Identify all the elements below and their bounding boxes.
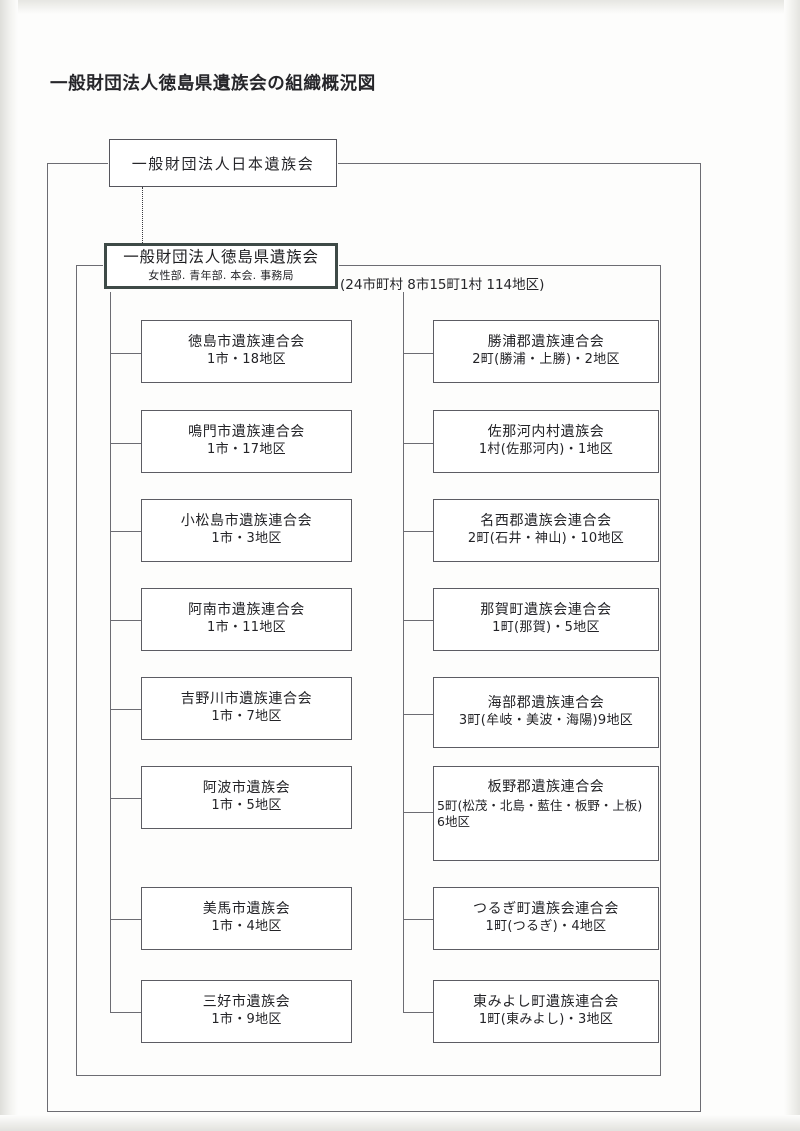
left-column-spine bbox=[110, 292, 111, 1012]
unit-detail: 1市・5地区 bbox=[211, 798, 282, 814]
right-column-spine bbox=[403, 292, 404, 1012]
unit-detail: 2町(勝浦・上勝)・2地区 bbox=[472, 352, 620, 368]
unit-box-left-6: 阿波市遺族会 1市・5地区 bbox=[141, 766, 352, 829]
unit-detail: 5町(松茂・北島・藍住・板野・上板) 6地区 bbox=[437, 797, 655, 829]
unit-detail: 1市・11地区 bbox=[207, 620, 286, 636]
prefecture-association-subtitle: 女性部. 青年部. 本会. 事務局 bbox=[148, 269, 294, 283]
unit-detail: 1市・17地区 bbox=[207, 442, 286, 458]
unit-name: 小松島市遺族連合会 bbox=[180, 512, 313, 529]
left-branch-5 bbox=[110, 709, 141, 710]
prefecture-association-title: 一般財団法人徳島県遺族会 bbox=[123, 247, 319, 266]
left-branch-4 bbox=[110, 620, 141, 621]
unit-box-right-4: 那賀町遺族会連合会 1町(那賀)・5地区 bbox=[433, 588, 659, 651]
left-branch-3 bbox=[110, 531, 141, 532]
unit-name: 勝浦郡遺族連合会 bbox=[487, 333, 605, 350]
unit-name: つるぎ町遺族会連合会 bbox=[473, 900, 619, 917]
unit-detail: 1市・3地区 bbox=[211, 531, 282, 547]
unit-box-left-7: 美馬市遺族会 1市・4地区 bbox=[141, 887, 352, 950]
unit-box-right-7: つるぎ町遺族会連合会 1町(つるぎ)・4地区 bbox=[433, 887, 659, 950]
unit-name: 板野郡遺族連合会 bbox=[487, 779, 605, 795]
unit-detail: 1市・4地区 bbox=[211, 919, 282, 935]
page-title: 一般財団法人徳島県遺族会の組織概況図 bbox=[50, 74, 376, 94]
right-branch-3 bbox=[403, 531, 433, 532]
right-branch-1 bbox=[403, 353, 433, 354]
box-national-association: 一般財団法人日本遺族会 bbox=[109, 139, 337, 187]
unit-box-right-2: 佐那河内村遺族会 1村(佐那河内)・1地区 bbox=[433, 410, 659, 473]
unit-detail: 1村(佐那河内)・1地区 bbox=[478, 442, 614, 458]
unit-detail: 1市・18地区 bbox=[207, 352, 286, 368]
unit-detail: 1市・9地区 bbox=[211, 1012, 282, 1028]
unit-detail: 1町(東みよし)・3地区 bbox=[478, 1012, 614, 1028]
unit-name: 吉野川市遺族連合会 bbox=[180, 690, 313, 707]
scan-edge-left bbox=[0, 0, 18, 1131]
unit-box-left-4: 阿南市遺族連合会 1市・11地区 bbox=[141, 588, 352, 651]
box-prefecture-association: 一般財団法人徳島県遺族会 女性部. 青年部. 本会. 事務局 bbox=[104, 243, 338, 289]
unit-box-left-5: 吉野川市遺族連合会 1市・7地区 bbox=[141, 677, 352, 740]
unit-name: 佐那河内村遺族会 bbox=[487, 423, 605, 440]
unit-name: 那賀町遺族会連合会 bbox=[480, 601, 612, 618]
unit-box-right-3: 名西郡遺族会連合会 2町(石井・神山)・10地区 bbox=[433, 499, 659, 562]
unit-name: 徳島市遺族連合会 bbox=[188, 333, 305, 350]
unit-detail: 3町(牟岐・美波・海陽)9地区 bbox=[458, 713, 634, 729]
right-branch-5 bbox=[403, 714, 433, 715]
right-branch-8 bbox=[403, 1012, 433, 1013]
unit-box-left-2: 鳴門市遺族連合会 1市・17地区 bbox=[141, 410, 352, 473]
right-branch-6 bbox=[403, 812, 433, 813]
right-branch-4 bbox=[403, 620, 433, 621]
unit-box-left-3: 小松島市遺族連合会 1市・3地区 bbox=[141, 499, 352, 562]
scan-edge-bottom bbox=[0, 1115, 800, 1131]
right-branch-7 bbox=[403, 919, 433, 920]
right-branch-2 bbox=[403, 443, 433, 444]
left-branch-2 bbox=[110, 443, 141, 444]
unit-detail: 1町(那賀)・5地区 bbox=[492, 620, 600, 636]
unit-box-left-1: 徳島市遺族連合会 1市・18地区 bbox=[141, 320, 352, 383]
unit-box-left-8: 三好市遺族会 1市・9地区 bbox=[141, 980, 352, 1043]
left-branch-6 bbox=[110, 798, 141, 799]
left-branch-8 bbox=[110, 1012, 141, 1013]
unit-name: 海部郡遺族連合会 bbox=[487, 694, 605, 711]
unit-box-right-5: 海部郡遺族連合会 3町(牟岐・美波・海陽)9地区 bbox=[433, 677, 659, 748]
unit-detail: 1町(つるぎ)・4地区 bbox=[485, 919, 607, 935]
unit-name: 阿波市遺族会 bbox=[202, 779, 291, 796]
unit-box-right-1: 勝浦郡遺族連合会 2町(勝浦・上勝)・2地区 bbox=[433, 320, 659, 383]
dotted-connector-national-to-prefecture bbox=[142, 187, 143, 243]
unit-name: 東みよし町遺族連合会 bbox=[473, 993, 619, 1010]
scan-edge-top bbox=[0, 0, 800, 14]
left-branch-7 bbox=[110, 919, 141, 920]
national-association-title: 一般財団法人日本遺族会 bbox=[131, 154, 315, 173]
unit-box-right-8: 東みよし町遺族連合会 1町(東みよし)・3地区 bbox=[433, 980, 659, 1043]
unit-detail: 1市・7地区 bbox=[211, 709, 282, 725]
unit-name: 阿南市遺族連合会 bbox=[188, 601, 305, 618]
left-branch-1 bbox=[110, 353, 141, 354]
counts-note: (24市町村 8市15町1村 114地区) bbox=[338, 273, 547, 293]
scan-edge-right bbox=[784, 0, 800, 1131]
unit-box-right-6: 板野郡遺族連合会 5町(松茂・北島・藍住・板野・上板) 6地区 bbox=[433, 766, 659, 861]
unit-name: 鳴門市遺族連合会 bbox=[188, 423, 305, 440]
unit-name: 三好市遺族会 bbox=[202, 993, 291, 1010]
unit-detail: 2町(石井・神山)・10地区 bbox=[467, 531, 625, 547]
unit-name: 美馬市遺族会 bbox=[202, 900, 291, 917]
unit-name: 名西郡遺族会連合会 bbox=[480, 512, 612, 529]
outer-frame bbox=[47, 163, 701, 1112]
inner-frame bbox=[76, 265, 661, 1076]
